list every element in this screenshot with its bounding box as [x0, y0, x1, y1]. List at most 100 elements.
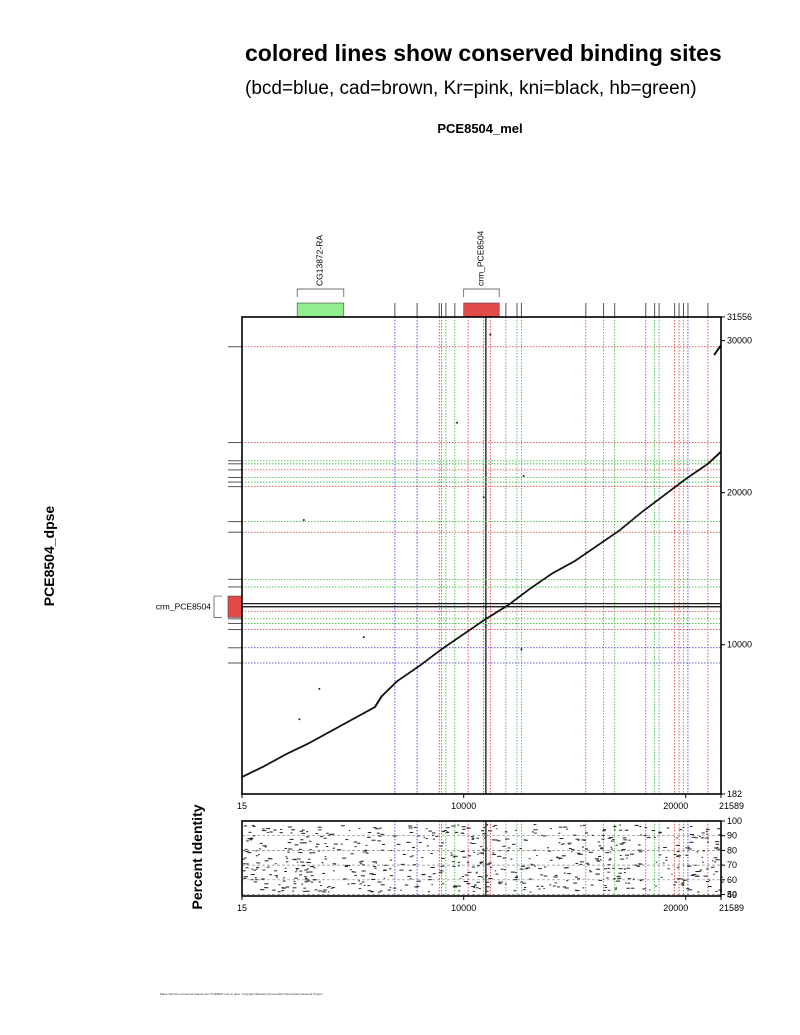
- identity-dot: [263, 887, 269, 889]
- identity-dot: [457, 861, 461, 863]
- identity-dot: [565, 867, 569, 869]
- identity-dot: [281, 887, 286, 889]
- identity-dot: [260, 878, 265, 880]
- identity-dot: [245, 848, 248, 850]
- identity-y-tick-label: 90: [727, 831, 737, 841]
- identity-dot: [266, 866, 270, 868]
- identity-dot: [268, 858, 273, 860]
- identity-dot: [621, 848, 626, 850]
- identity-dot: [713, 873, 715, 875]
- identity-x-tick-label: 10000: [451, 903, 476, 913]
- identity-dot: [329, 833, 334, 835]
- identity-dot: [284, 847, 288, 849]
- identity-dot: [616, 875, 621, 877]
- identity-y-tick-label: 60: [727, 875, 737, 885]
- identity-dot: [644, 827, 648, 829]
- identity-dot: [538, 888, 541, 890]
- identity-dot: [340, 843, 343, 845]
- identity-dot: [461, 826, 466, 828]
- identity-dot: [264, 860, 269, 862]
- identity-dot: [687, 865, 692, 867]
- identity-dot: [375, 828, 380, 830]
- identity-dot: [475, 872, 478, 874]
- identity-dot: [510, 871, 515, 873]
- identity-dot: [599, 848, 604, 850]
- identity-dot: [590, 884, 594, 886]
- identity-dot: [306, 868, 309, 870]
- identity-dot: [494, 824, 497, 826]
- identity-dot: [612, 867, 615, 869]
- identity-x-tick-label: 21589: [719, 903, 744, 913]
- identity-dot: [265, 828, 271, 830]
- identity-dot: [627, 878, 632, 880]
- identity-dot: [431, 834, 434, 836]
- identity-dot: [695, 837, 698, 839]
- identity-dot: [319, 885, 322, 887]
- identity-dot: [607, 867, 611, 869]
- outlier-dot: [362, 636, 365, 639]
- identity-dot: [665, 856, 668, 858]
- identity-dot: [609, 858, 612, 860]
- identity-dot: [466, 861, 470, 863]
- identity-dot: [253, 881, 257, 883]
- identity-dot: [264, 846, 267, 848]
- identity-dot: [711, 860, 714, 862]
- identity-dot: [604, 887, 608, 889]
- identity-dot: [716, 847, 719, 849]
- identity-dot: [269, 874, 273, 876]
- identity-dot: [457, 824, 460, 826]
- identity-dot: [292, 858, 297, 860]
- identity-dot: [466, 883, 471, 885]
- identity-dot: [430, 853, 433, 855]
- identity-dot: [371, 874, 377, 876]
- identity-dot: [359, 863, 363, 865]
- identity-dot: [563, 826, 568, 828]
- alignment-dots: [241, 333, 722, 779]
- identity-dot: [366, 852, 369, 854]
- identity-dot: [300, 839, 304, 841]
- identity-dot: [689, 841, 694, 843]
- identity-dot: [622, 842, 626, 844]
- identity-dot: [671, 873, 673, 875]
- identity-dot: [322, 872, 326, 874]
- axes: 1515100001000020000200002158921589182100…: [237, 312, 752, 913]
- identity-dot: [409, 832, 414, 834]
- identity-dot: [715, 843, 720, 845]
- identity-dot: [718, 889, 722, 891]
- main-plot-frame: [241, 316, 722, 795]
- identity-dot: [573, 882, 578, 884]
- identity-dot: [287, 842, 290, 844]
- identity-dot: [273, 870, 277, 872]
- identity-dot: [333, 843, 338, 845]
- identity-dot: [330, 887, 333, 889]
- identity-dot: [245, 867, 249, 869]
- identity-dot: [506, 850, 509, 852]
- identity-dot: [412, 864, 417, 866]
- identity-dot: [543, 888, 545, 890]
- identity-dot: [597, 855, 601, 857]
- identity-dot: [333, 870, 335, 872]
- identity-dot: [597, 860, 601, 862]
- identity-dot: [613, 829, 616, 831]
- identity-dot: [637, 824, 639, 826]
- identity-dot: [291, 829, 296, 831]
- identity-dot: [356, 842, 361, 844]
- identity-dot: [464, 881, 469, 883]
- identity-dot: [256, 866, 260, 868]
- identity-dot: [708, 879, 711, 881]
- identity-dot: [345, 864, 349, 866]
- identity-dot: [367, 832, 372, 834]
- identity-dot: [563, 872, 566, 874]
- identity-dot: [345, 839, 349, 841]
- identity-dot: [637, 844, 641, 846]
- identity-dot: [307, 862, 311, 864]
- identity-dot: [639, 834, 642, 836]
- identity-dot: [312, 852, 316, 854]
- identity-dot: [279, 832, 283, 834]
- outlier-dot: [482, 496, 485, 499]
- identity-dot: [702, 861, 705, 863]
- identity-dot: [471, 885, 476, 887]
- identity-dot: [554, 874, 558, 876]
- identity-dot: [473, 851, 475, 853]
- identity-dot: [701, 856, 704, 858]
